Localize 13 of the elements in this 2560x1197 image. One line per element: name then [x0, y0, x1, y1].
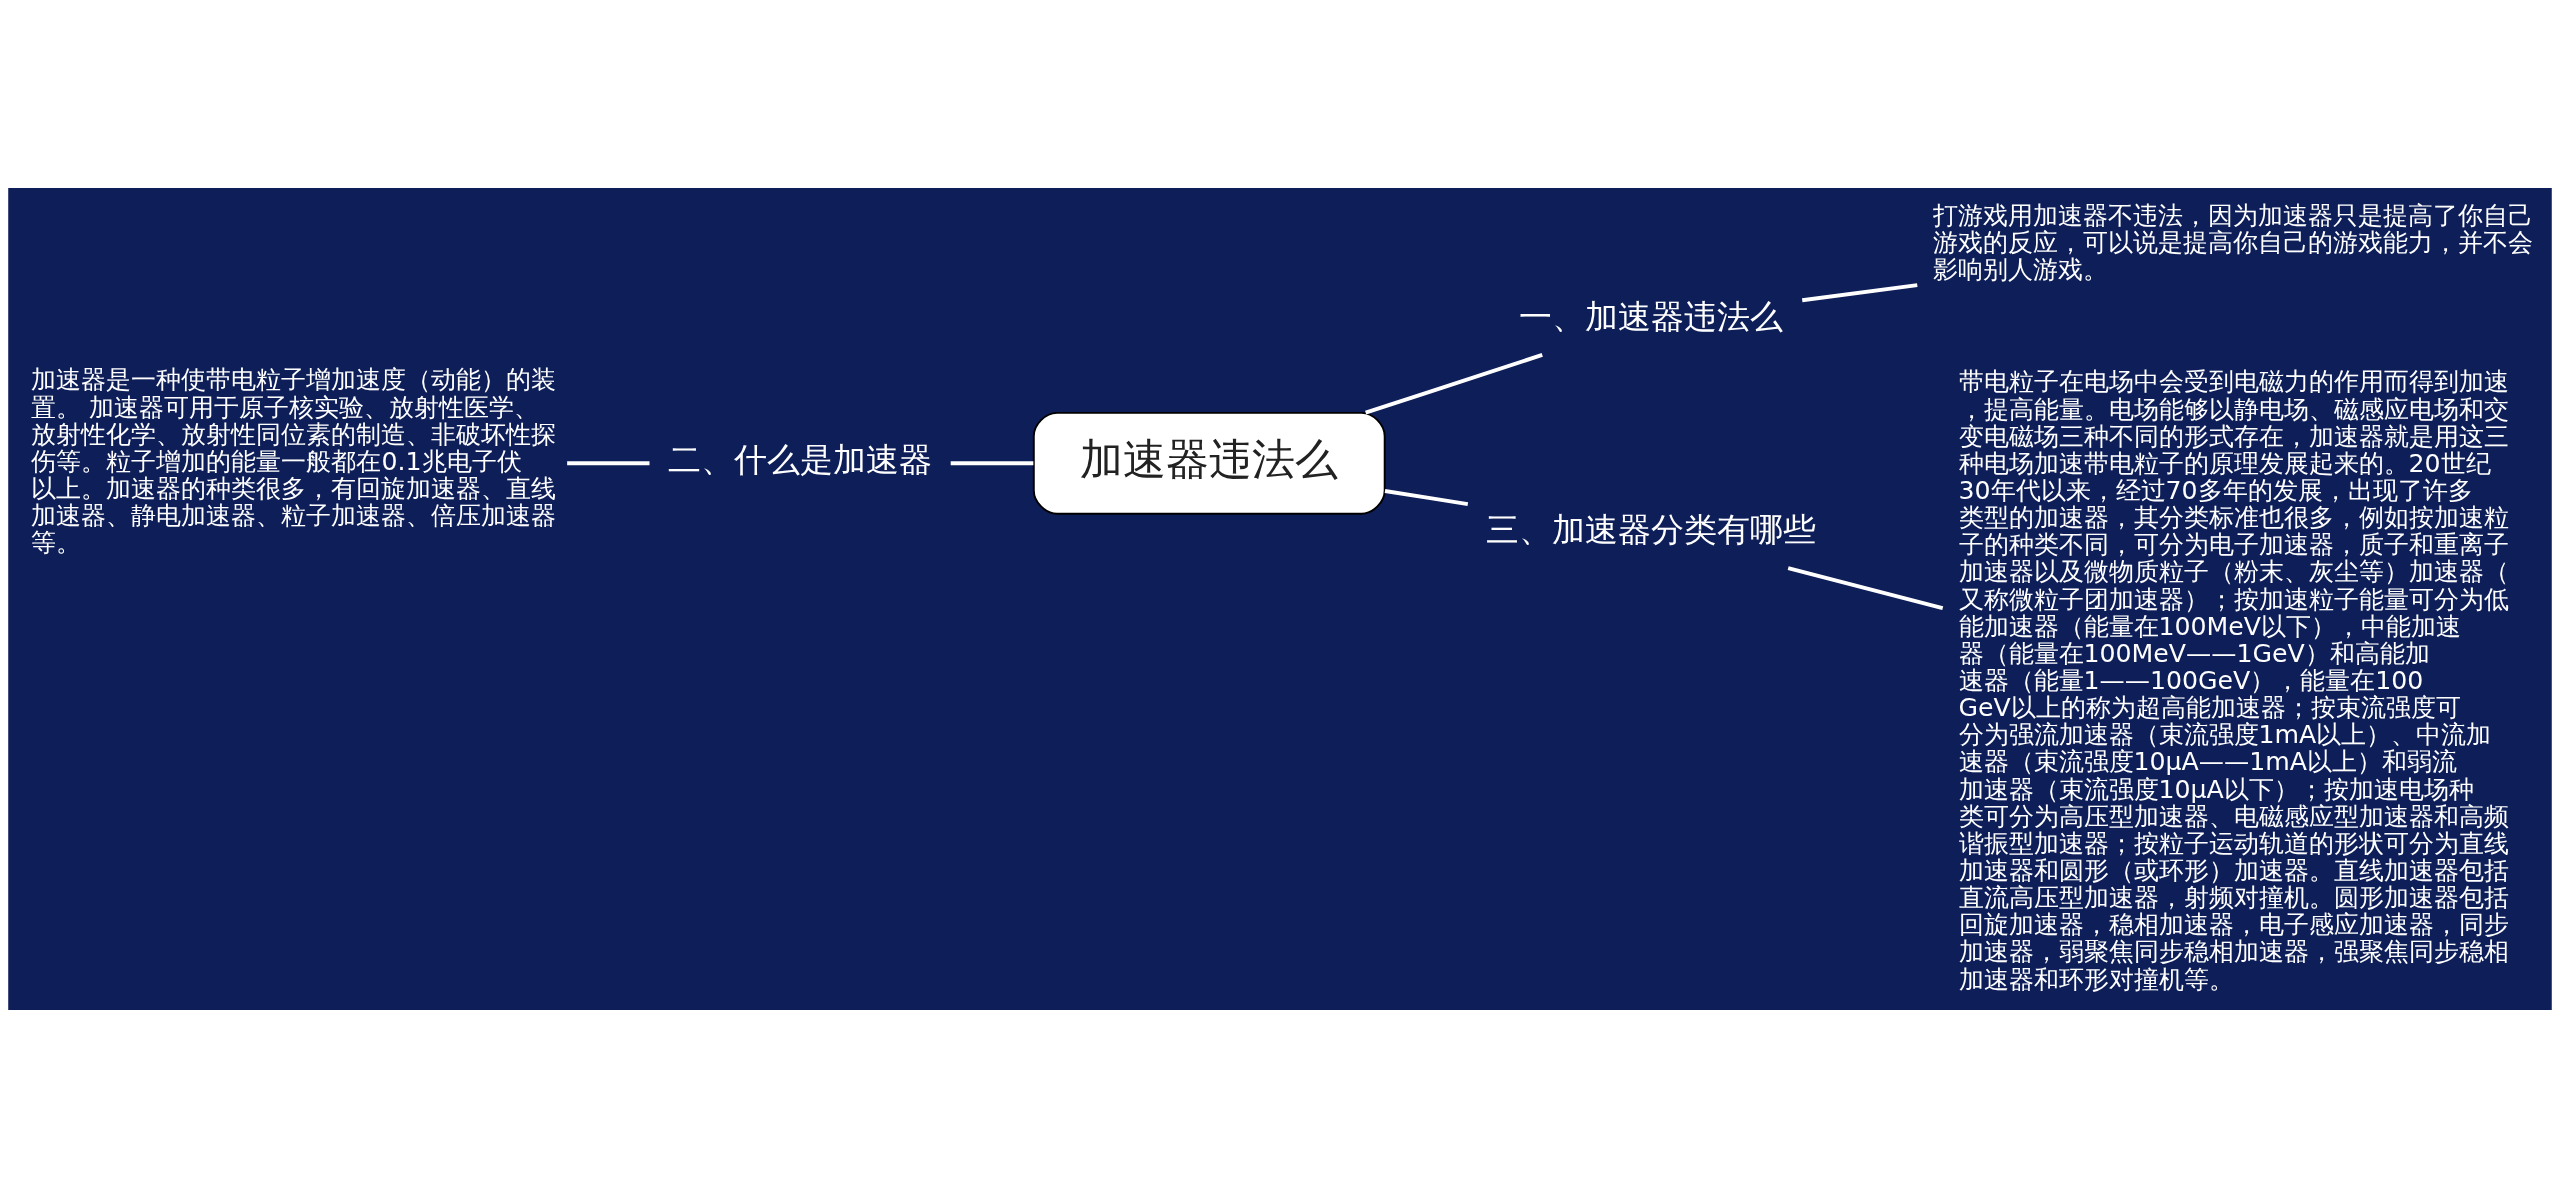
node-text: 打游戏用加速器不违法，因为加速器只是提高了你自己游戏的反应，可以说是提高你自己的游戏能力，并不会影响别人游戏。	[1933, 200, 2534, 284]
node-text: 二、什么是加速器	[668, 439, 933, 479]
node-text: 带电粒子在电场中会受到电磁力的作用而得到加速，提高能量。电场能够以静电场、磁感应电场和交变电磁场三种不同的形式存在，加速器就是用这三种电场加速带电粒子的原理发展起来的。20世纪30年代以来，经过70多年的发展，出现了许多类型的加速器，其分类标准也很多，例如按加速粒子的种类不同，可分为电子加速器，质子和重离子加速器以及微物质粒子（粉末、灰尘等）加速器（又称微粒子团加速器）；按加速粒子能量可分为低能加速器（能量在100MeV以下），中能加速器（能量在100MeV——1GeV）和高能加速器（能量1——100GeV），能量在100 GeV以上的称为超高能加速器；按束流强度可分为强流加速器（束流强度1mA以上）、中流加速器（束流强度10μA——1mA以上）和弱流加速器（束流强度10μA以下）；按加速电场种类可分为高压型加速器、电磁感应型加速器和高频谐振型加速器；按粒子运动轨道的形状可分为直线加速器和圆形（或环形）加速器。直线加速器包括直流高压型加速器，射频对撞机。圆形加速器包括回旋加速器，稳相加速器，电子感应加速器，同步加速器，弱聚焦同步稳相加速器，强聚焦同步稳相加速器和环形对撞机等。	[1958, 366, 2509, 994]
node-text: 三、加速器分类有哪些	[1486, 509, 1817, 549]
connector	[1365, 352, 1543, 415]
connector	[950, 460, 1034, 465]
connector	[1787, 565, 1944, 610]
connector	[1801, 282, 1918, 302]
node-text: 加速器是一种使带电粒子增加速度（动能）的装置。 加速器可用于原子核实验、放射性医学、放射性化学、放射性同位素的制造、非破坏性探伤等。粒子增加的能量一般都在0.1兆电子伏以上。加速器的种类很多，有回旋加速器、直线加速器、静电加速器、粒子加速器、倍压加速器等。	[31, 364, 557, 557]
connector	[1384, 488, 1469, 506]
node-text: 一、加速器违法么	[1519, 296, 1784, 336]
connector	[567, 460, 650, 465]
node-box: 加速器违法么	[1032, 411, 1386, 515]
